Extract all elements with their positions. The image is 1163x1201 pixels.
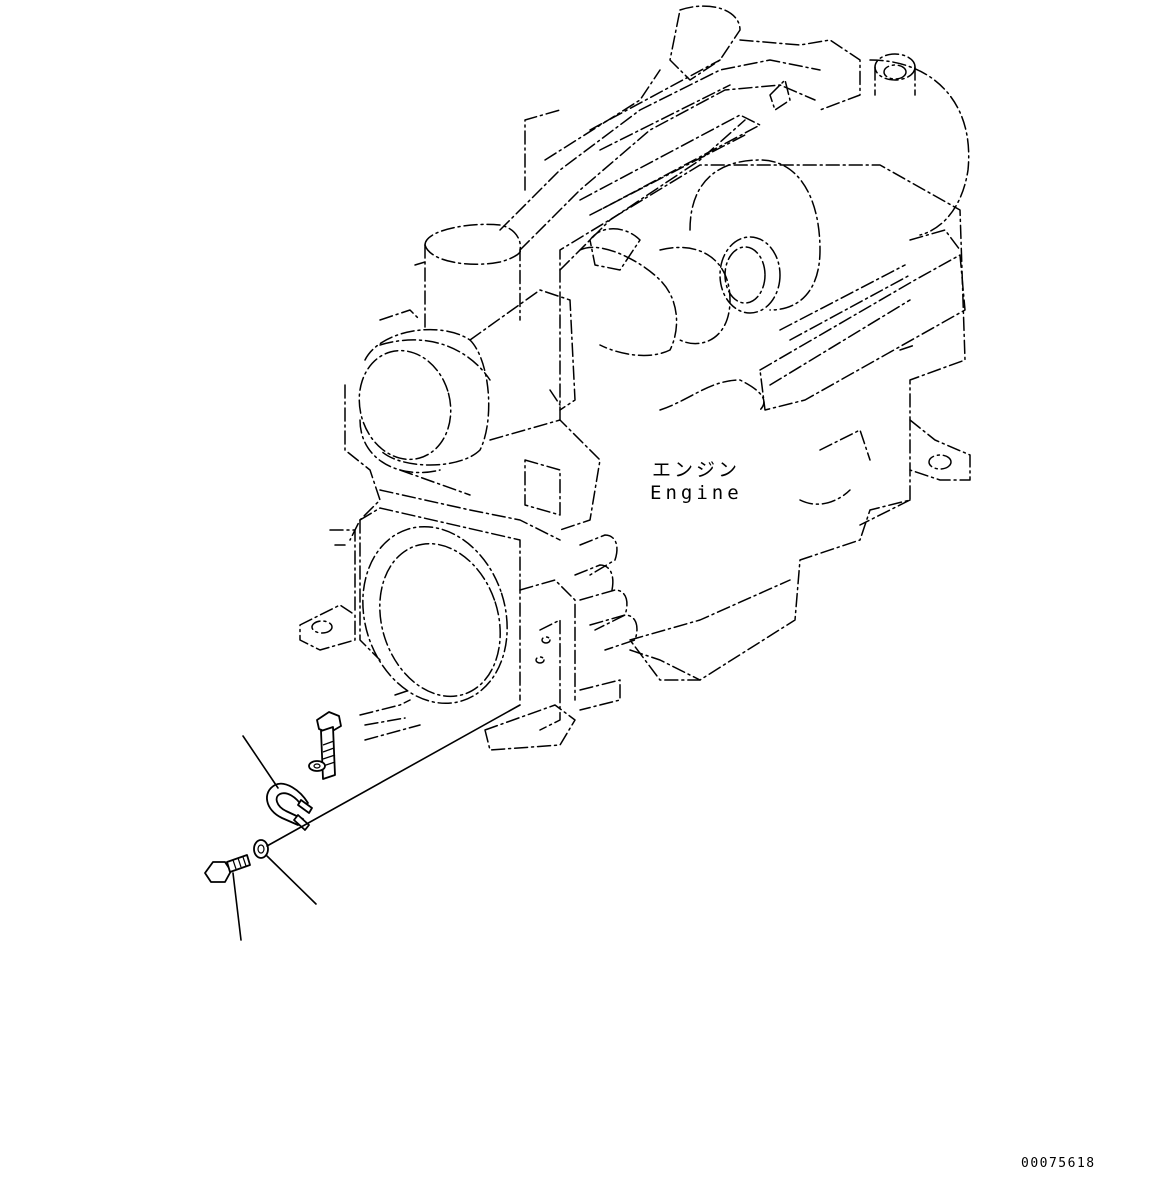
upper-bolt bbox=[316, 711, 342, 780]
engine-label-en: Engine bbox=[650, 482, 743, 504]
upper-washer bbox=[308, 760, 326, 772]
lower-washer bbox=[253, 839, 269, 859]
hose-fitting bbox=[266, 782, 313, 831]
engine-label-jp: エンジン bbox=[652, 459, 741, 481]
callout-leader-hose bbox=[242, 735, 279, 789]
lower-bolt bbox=[204, 854, 251, 883]
drawing-number: 00075618 bbox=[1021, 1156, 1096, 1171]
engine-outline bbox=[299, 5, 971, 751]
assembly-line bbox=[266, 704, 521, 847]
callout-leader-washer bbox=[266, 855, 317, 905]
callout-leader-bolt bbox=[232, 872, 242, 941]
